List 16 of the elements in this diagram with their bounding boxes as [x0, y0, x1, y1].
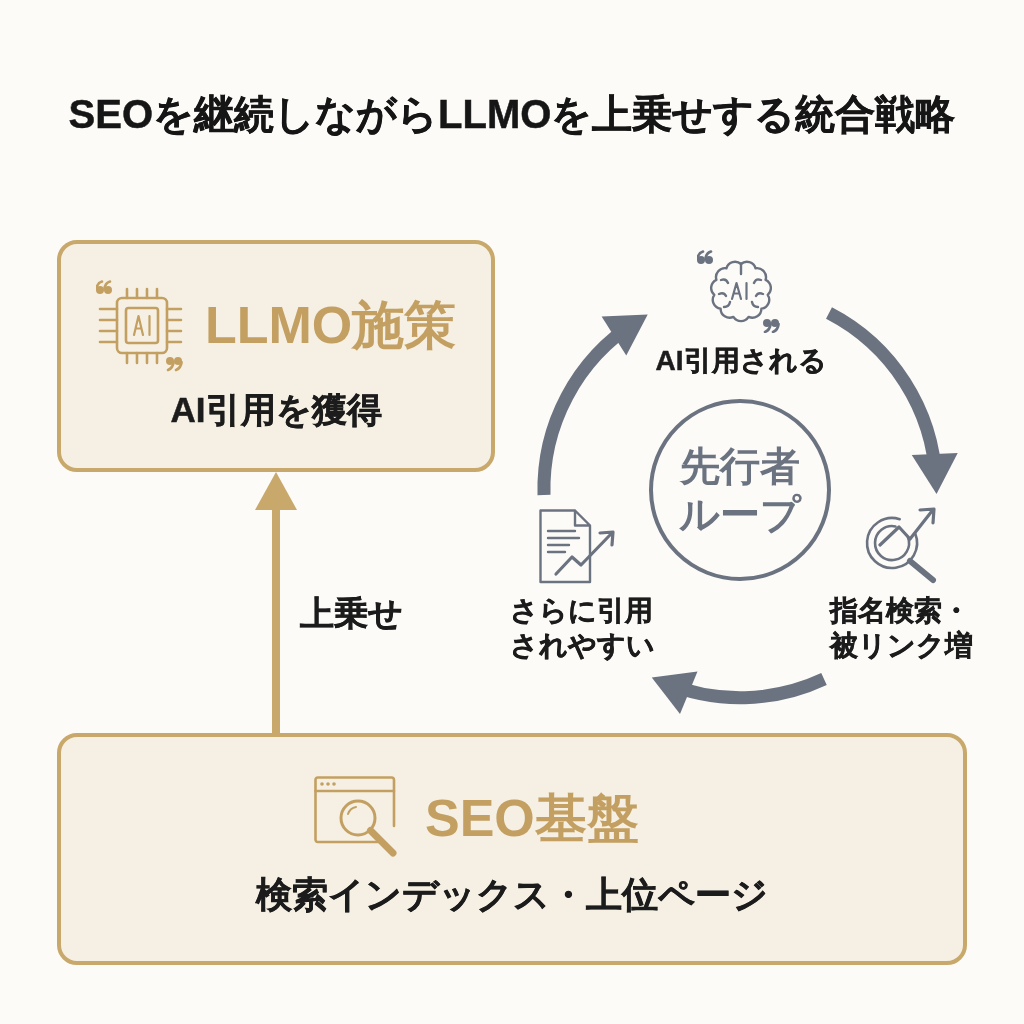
- box-heading: SEO基盤: [425, 792, 639, 844]
- step-label: さらに引用されやすい: [510, 594, 656, 663]
- title: SEOを継続しながらLLMOを上乗せする統合戦略: [68, 91, 956, 138]
- rounded-box: [57, 240, 495, 472]
- loop-circle: 先行者ループ: [649, 399, 831, 581]
- rounded-box: [57, 733, 967, 965]
- box-text: AI引用を獲得: [170, 392, 382, 427]
- arrow: [255, 472, 297, 733]
- arrow: [651, 669, 827, 713]
- edge-label: 上乗せ: [300, 596, 403, 630]
- step-label: AI引用される: [655, 344, 827, 378]
- arrow: [825, 307, 957, 494]
- arrow: [537, 313, 648, 496]
- step-label: 指名検索・被リンク増: [830, 594, 974, 663]
- box-heading: LLMO施策: [205, 299, 457, 351]
- box-text: 検索インデックス・上位ページ: [256, 877, 768, 913]
